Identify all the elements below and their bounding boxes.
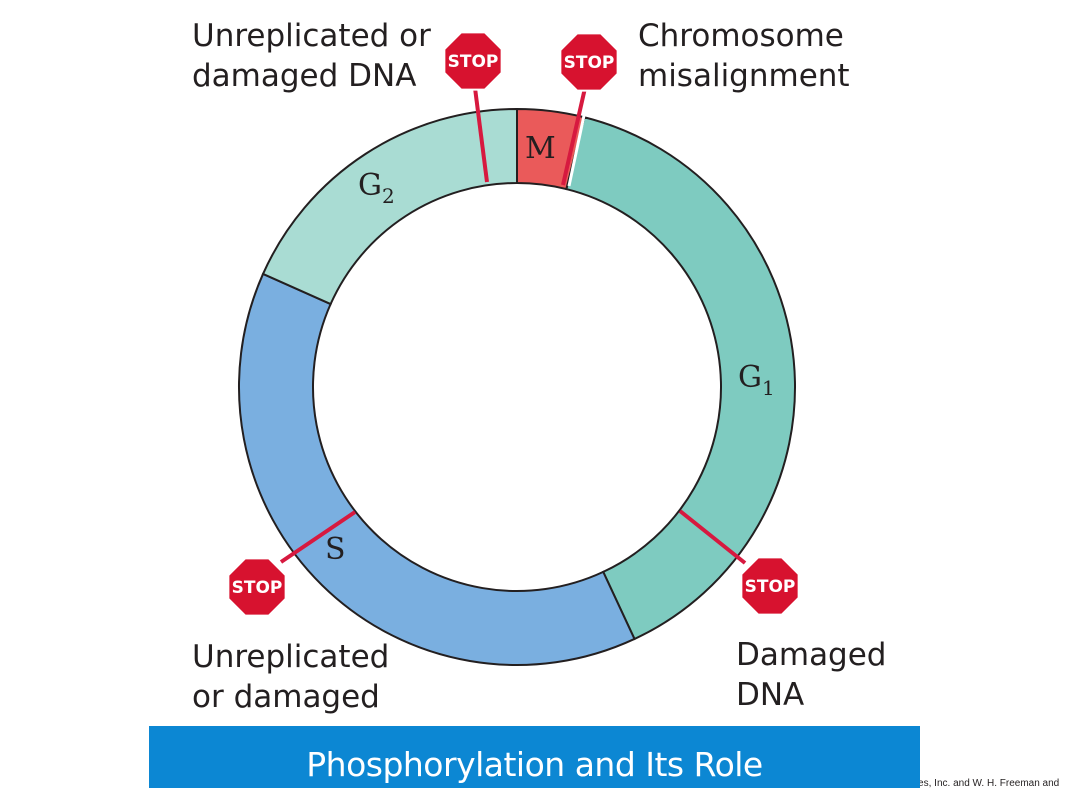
stop-sign-g1: STOP xyxy=(740,556,800,616)
m-checkpoint-line-inner xyxy=(567,91,591,187)
stop-sign-label: STOP xyxy=(745,577,796,597)
g1-subscript: 1 xyxy=(762,376,775,400)
stop-sign-s: STOP xyxy=(227,557,287,617)
g2-subscript: 2 xyxy=(382,184,395,208)
m-checkpoint-label: Chromosome misalignment xyxy=(638,18,854,94)
g1-checkpoint-label: Damaged DNA xyxy=(736,637,896,713)
m-phase-label: M xyxy=(525,131,556,166)
s-checkpoint-line xyxy=(279,510,357,564)
stop-sign-icon xyxy=(227,557,287,617)
stop-sign-icon xyxy=(559,32,619,92)
stop-sign-m: STOP xyxy=(559,32,619,92)
g2-checkpoint-line xyxy=(473,87,489,183)
s-checkpoint-label: Unreplicated or damaged xyxy=(192,639,399,715)
stop-sign-label: STOP xyxy=(448,52,499,72)
stop-sign-g2: STOP xyxy=(443,31,503,91)
m-checkpoint-line xyxy=(561,87,587,186)
g1-checkpoint-line xyxy=(678,509,747,565)
g1-phase-label: G1 xyxy=(738,360,775,400)
stop-sign-label: STOP xyxy=(232,578,283,598)
cell-cycle-ring xyxy=(238,107,796,666)
stop-sign-icon xyxy=(740,556,800,616)
s-phase-label: S xyxy=(325,532,346,567)
g1-phase-segment xyxy=(565,116,796,641)
stop-sign-icon xyxy=(443,31,503,91)
g2-checkpoint-label: Unreplicated or damaged DNA xyxy=(192,18,441,94)
stop-sign-label: STOP xyxy=(564,53,615,73)
g2-phase-label: G2 xyxy=(358,168,395,208)
banner-title: Phosphorylation and Its Role xyxy=(306,744,763,784)
title-banner: Phosphorylation and Its Role xyxy=(149,726,920,788)
s-phase-segment xyxy=(238,272,636,666)
